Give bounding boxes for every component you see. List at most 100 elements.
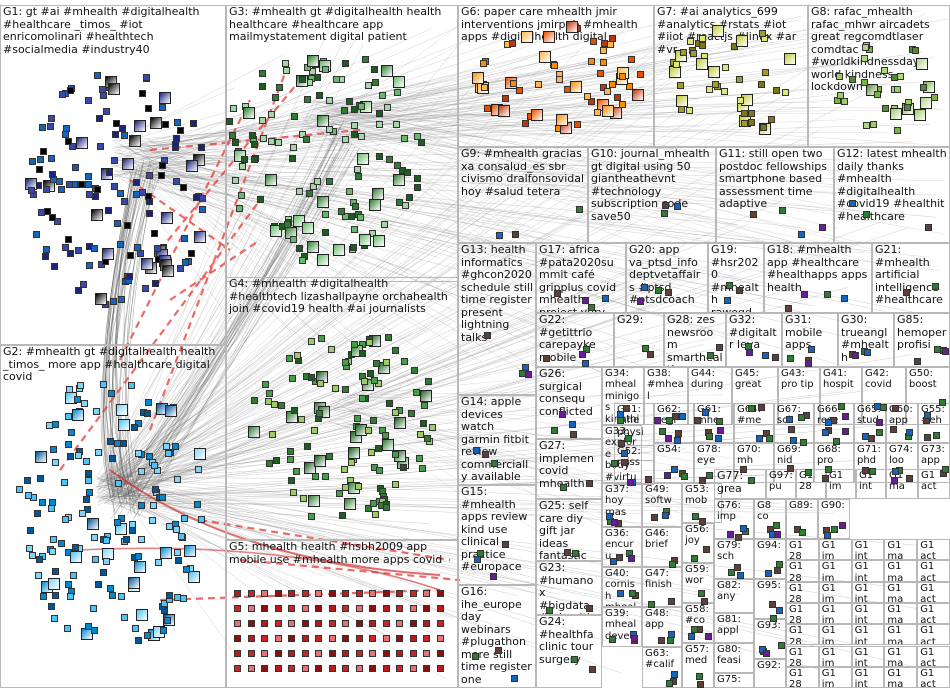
node [582,360,589,367]
node [290,236,297,243]
node [56,178,63,185]
group-label: G3: #mhealth gt #digitalhealth health he… [229,6,455,44]
group-label: G1 ma [887,647,914,667]
node [894,127,901,134]
node [52,421,59,428]
node [383,665,390,672]
group-box-g92: G92: [754,659,786,688]
group-box-small: G1 28 [786,539,819,560]
node [296,245,303,252]
node [716,418,723,425]
node [632,89,644,101]
node [182,259,189,266]
group-label: G8 co [757,500,783,523]
group-box-small: G1 im [819,582,852,603]
group-box-g12: G12: latest mhealth daily thanks #mhealt… [834,147,950,243]
node [842,428,849,435]
node [118,593,125,600]
group-label: G75: co [717,674,751,688]
group-label: G1 act [920,647,947,667]
node [705,633,712,640]
node [669,561,676,568]
group-label: G1 im [822,540,849,560]
node [162,265,174,277]
node [874,403,881,410]
node [614,94,621,101]
node [66,386,73,393]
node [81,400,88,407]
node [410,590,417,597]
node [307,241,319,253]
group-box-g81: G81: appl [714,613,754,643]
node [824,291,831,298]
node [177,127,184,134]
node [40,148,47,155]
node [288,620,295,627]
node [300,495,307,502]
node [576,206,583,213]
node [920,84,927,91]
node [333,76,340,83]
node [570,431,577,438]
group-label: G77: grea [717,470,763,495]
node [289,155,296,162]
node [837,92,844,99]
node [133,179,140,186]
node [326,453,333,460]
group-label: G89: [789,500,815,511]
node [694,417,701,424]
node [91,534,98,541]
node [43,186,50,193]
group-label: G11: still open two postdoc fellowships … [719,148,831,211]
node [36,556,43,563]
group-label: G1 im [822,604,849,624]
node [359,234,371,246]
group-box-g85: G85: hemoper profisi [894,313,950,367]
node [144,632,151,639]
node [99,86,106,93]
node [392,451,399,458]
node [112,131,119,138]
node [329,605,336,612]
node [75,452,82,459]
group-box-small: G1 act [917,624,950,645]
node [118,296,125,303]
node [282,60,289,67]
node [146,453,153,460]
node [569,421,576,428]
group-box-g9: G9: #mhealth gracias xa consalud_es sbr … [458,147,588,243]
node [425,378,432,385]
node [597,70,604,77]
node [717,427,724,434]
node [383,504,390,511]
node [410,605,417,612]
node [16,486,23,493]
node [35,572,42,579]
node [776,561,783,568]
node [106,169,113,176]
node [146,210,153,217]
node [342,136,349,143]
node [86,262,93,269]
node [916,58,928,70]
node [62,516,69,523]
group-label: G40: cornish mheal [605,568,639,607]
group-box-small: G1 act [917,560,950,581]
node [186,160,198,172]
group-box-small: G1 28 [786,667,819,688]
node [691,626,698,633]
node [805,469,812,476]
node [293,468,300,475]
node [302,650,309,657]
node [698,590,705,597]
node [302,222,314,234]
node [288,605,295,612]
group-label: G12: latest mhealth daily thanks #mhealt… [837,148,947,223]
group-box-g19: G19: #hsr2020 #mhealth rawegd kcaals rob… [708,243,764,313]
group-label: G73: app [921,444,947,467]
group-box-small: G1 act [917,646,950,667]
node [155,559,162,566]
node [262,381,269,388]
node [748,119,755,126]
node [790,437,797,444]
